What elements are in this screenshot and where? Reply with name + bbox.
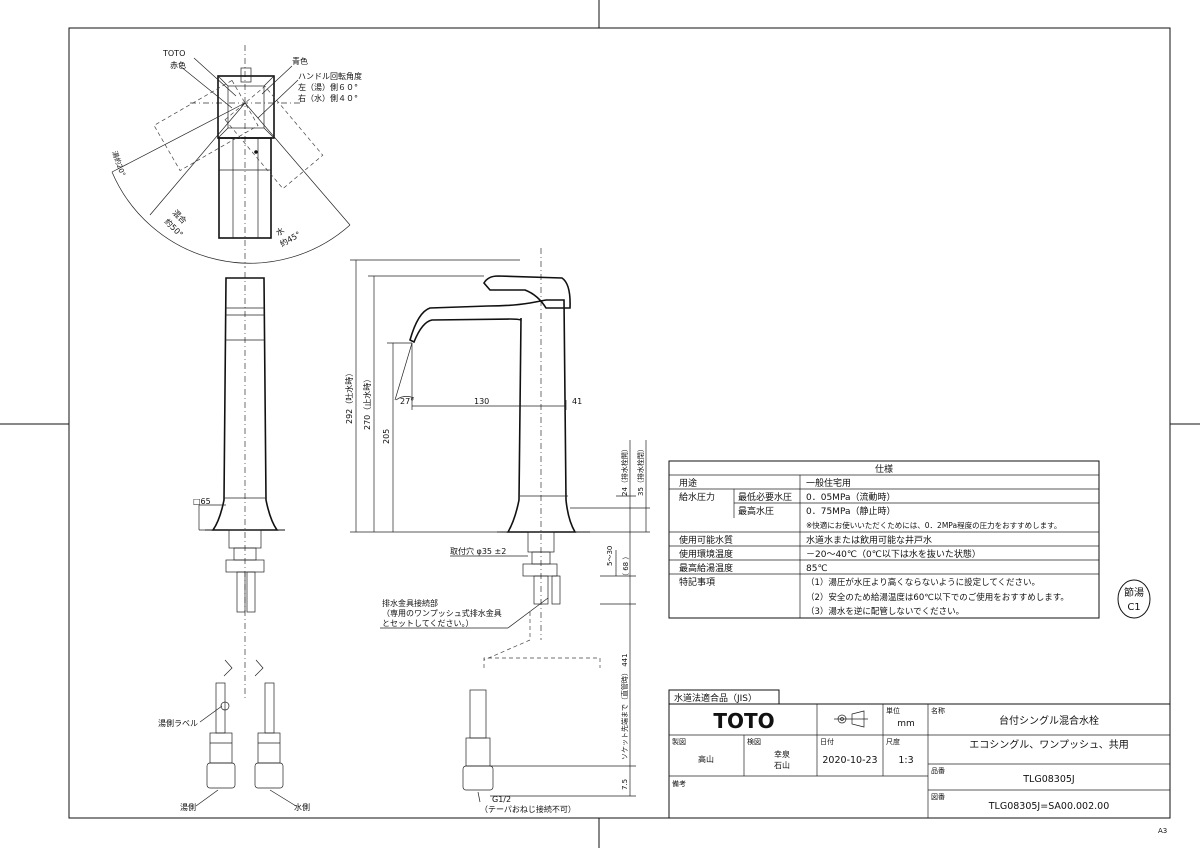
spec-value-0: 一般住宅用 <box>806 477 851 489</box>
spec-value-5: －20～40℃（0℃以下は水を抜いた状態） <box>806 548 981 560</box>
spec-value-2: 0．75MPa（静止時） <box>806 505 895 517</box>
drawing-border <box>68 27 1171 819</box>
red-label: 赤色 <box>170 60 186 70</box>
unit-label: 単位 <box>886 706 900 715</box>
dim-441: ソケット先端まで（直管時） 441 <box>620 653 629 760</box>
angle-27: 27° <box>400 397 414 406</box>
spec-title: 仕様 <box>875 463 893 475</box>
scale-label: 尺度 <box>886 737 900 746</box>
water-arc-label: 水 <box>274 225 286 238</box>
paper-size-label: A3 <box>1158 827 1167 835</box>
dim-130: 130 <box>474 397 489 406</box>
toto-logo: TOTO <box>713 709 774 733</box>
spec-label-4: 使用可能水質 <box>679 534 733 546</box>
spec-sub-1: 最低必要水圧 <box>738 491 792 503</box>
spec-value-7: （1）湯圧が水圧より高くならないように設定してください。 <box>806 577 1040 588</box>
product-code: TLG08305J <box>1022 774 1074 785</box>
cold-side-callout: 水側 <box>294 802 310 812</box>
dim-5-30: 5～30 <box>606 546 614 566</box>
water-saving-stamp: 節湯 C1 <box>1117 579 1151 619</box>
stamp-line2: C1 <box>1127 602 1140 613</box>
dim-292: 292（吐水時） <box>344 369 354 424</box>
dim-270: 270（止水時） <box>362 375 372 430</box>
spec-value-3: ※快適にお使いいただくためには、0．2MPa程度の圧力をおすすめします。 <box>806 520 1061 530</box>
checked-label: 検図 <box>747 737 761 746</box>
checked-by-2: 石山 <box>774 760 790 770</box>
hot-side-angle: 左（湯）側６０° <box>298 82 358 92</box>
drain-fitting-line1: 排水金具接続部 <box>382 598 438 608</box>
drain-fitting-line3: とセットしてください。） <box>382 619 474 628</box>
stamp-line1: 節湯 <box>1124 586 1144 599</box>
hot-side-callout: 湯側 <box>180 802 196 812</box>
spec-label-1: 給水圧力 <box>679 491 715 503</box>
drawn-by: 高山 <box>698 754 714 764</box>
side-view: 292（吐水時） 270（止水時） 205 27° 130 41 24（排水栓開… <box>344 248 650 814</box>
dim-24: 24（排水栓開） <box>620 445 629 496</box>
spec-label-0: 用途 <box>679 477 697 489</box>
spec-label-6: 最高給湯温度 <box>679 562 733 574</box>
spec-sub-2: 最高水圧 <box>738 505 774 517</box>
spec-label-7: 特記事項 <box>679 576 715 588</box>
blue-label: 青色 <box>292 56 308 66</box>
remarks-label: 備考 <box>672 779 686 788</box>
name-label: 名称 <box>931 706 945 715</box>
title-block: 水道法適合品（JIS） TOTO 単位 mm 名称 台付シングル混合水栓 エコシ… <box>668 689 1171 819</box>
product-name: 台付シングル混合水栓 <box>999 714 1099 727</box>
drain-fitting-line2: （専用のワンプッシュ式排水金具 <box>382 608 502 618</box>
dim-41: 41 <box>572 397 582 406</box>
spec-table: 仕様 用途 一般住宅用 給水圧力 最低必要水圧 0．05MPa（流動時） 最高水… <box>668 460 1100 619</box>
dim-205: 205 <box>382 429 391 444</box>
spec-value-4: 水道水または飲用可能な井戸水 <box>806 534 932 546</box>
drawing-number: TLG08305J=SA00.002.00 <box>988 801 1110 812</box>
spec-value-6: 85℃ <box>806 564 828 574</box>
dim-7-5: 7.5 <box>621 779 629 790</box>
handle-angle-label: ハンドル回転角度 <box>298 71 362 81</box>
date-label: 日付 <box>820 737 834 746</box>
thread-note: （テーパおねじ接続不可） <box>480 804 576 814</box>
spec-label-5: 使用環境温度 <box>679 548 733 560</box>
top-view: TOTO 赤色 青色 ハンドル回転角度 左（湯）側６０° 右（水）側４０° 湯約… <box>110 45 362 268</box>
front-view: □65 湯側ラベル 湯側 水側 <box>158 272 310 812</box>
mount-hole: 取付穴 φ35 ±2 <box>450 546 506 556</box>
checked-by-1: 幸泉 <box>774 749 790 759</box>
unit-value: mm <box>897 719 915 729</box>
dim-35: 35（排水栓閉） <box>636 445 645 496</box>
third-angle-projection-icon <box>834 710 868 728</box>
drawing-number-label: 図番 <box>931 793 945 801</box>
dim-68: （ 68 ） <box>622 553 630 580</box>
date-value: 2020-10-23 <box>822 755 877 766</box>
spec-value-8: （2）安全のため給湯温度は60℃以下でのご使用をおすすめします。 <box>806 592 1069 603</box>
drawn-label: 製図 <box>672 737 686 746</box>
scale-value: 1:3 <box>898 755 913 766</box>
product-subname: エコシングル、ワンプッシュ、共用 <box>969 738 1129 751</box>
thread-spec: G1/2 <box>492 795 511 804</box>
spec-value-9: （3）湯水を逆に配管しないでください。 <box>806 606 964 617</box>
compliance-label: 水道法適合品（JIS） <box>674 692 757 704</box>
product-code-label: 品番 <box>931 767 945 775</box>
cold-side-angle: 右（水）側４０° <box>298 93 358 103</box>
toto-label: TOTO <box>162 49 185 58</box>
spec-value-1: 0．05MPa（流動時） <box>806 491 895 503</box>
square-65-label: □65 <box>193 497 211 506</box>
hot-label-callout: 湯側ラベル <box>158 718 198 728</box>
